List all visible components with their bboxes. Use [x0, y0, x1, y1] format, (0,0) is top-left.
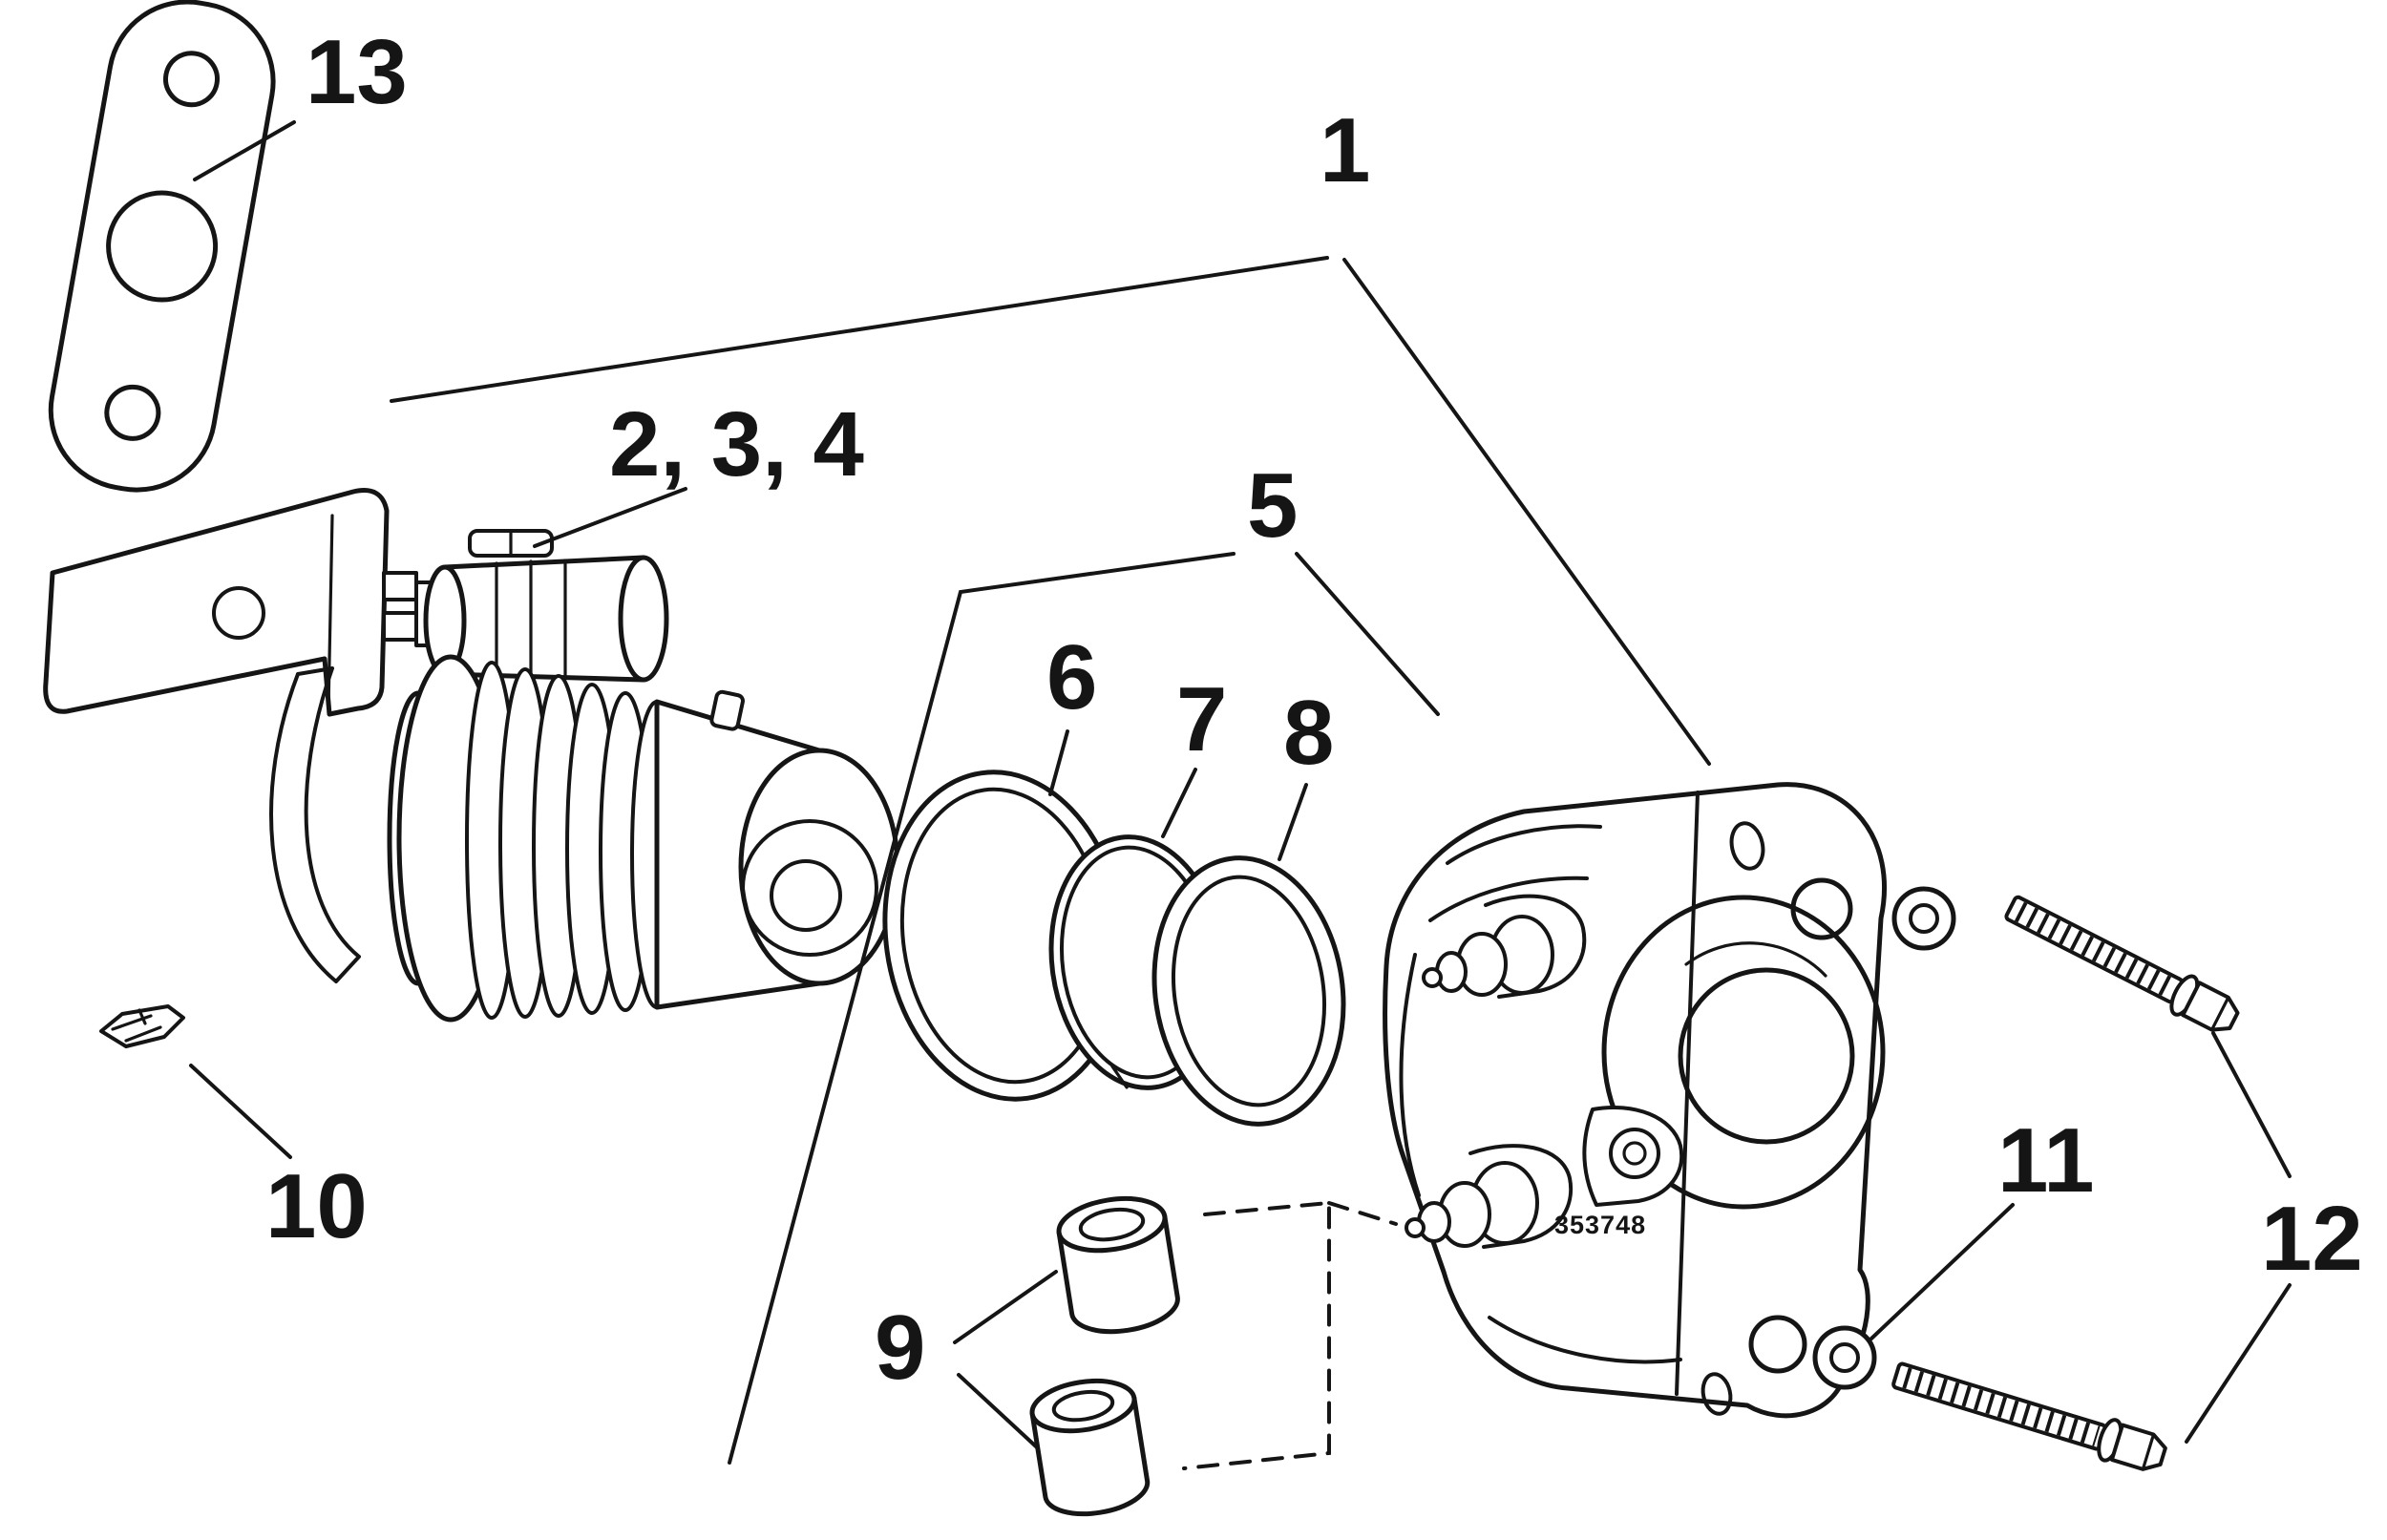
bolt-hex-facet	[2141, 1432, 2156, 1471]
callout-10: 10	[265, 1155, 368, 1257]
ring-split-mark	[1110, 1065, 1129, 1089]
callout-9: 9	[875, 1297, 925, 1399]
part-gasket	[48, 0, 276, 493]
bushing-top-face	[1029, 1378, 1137, 1434]
gasket-hole-bottom	[104, 384, 161, 441]
fitting-bottom-nipple	[1405, 1217, 1426, 1238]
bolt-shaft	[1891, 1361, 2107, 1451]
bracket-strap	[269, 666, 361, 983]
washer-outer	[1891, 886, 1956, 951]
retainer-clip	[99, 1004, 185, 1048]
washer-inner	[1909, 903, 1939, 934]
housing-bore	[1678, 967, 1855, 1145]
fitting-top-tip	[1435, 951, 1468, 993]
bushing-bore	[1078, 1207, 1146, 1242]
leader-9	[953, 1270, 1058, 1449]
leader-7	[1161, 768, 1197, 838]
fitting-wing-top	[1484, 894, 1587, 999]
fitting-wing-bottom	[1468, 1144, 1574, 1249]
housing-boss	[1601, 895, 1886, 1210]
o-ring-8	[1151, 855, 1346, 1127]
connector-terminal	[382, 611, 418, 642]
bushing-upper	[1056, 1195, 1180, 1335]
solenoid-body	[387, 654, 900, 1023]
washer-upper	[1891, 886, 1956, 951]
callout-13: 13	[306, 21, 408, 123]
leader-12	[2185, 1031, 2292, 1444]
solenoid-bracket	[43, 488, 390, 983]
bushing-lower	[1029, 1378, 1151, 1517]
alignment-dashed-line	[1182, 1200, 1398, 1470]
bushing-bore	[1051, 1389, 1115, 1423]
clip-outline	[99, 1004, 185, 1048]
leader-8	[1278, 783, 1308, 861]
bolt-hex-facet	[2209, 996, 2230, 1032]
left-wall-contour	[1399, 953, 1421, 1197]
nose-top-nub	[709, 689, 745, 731]
bolt-shaft	[2004, 895, 2185, 1004]
leader-13	[193, 120, 296, 181]
callout-7: 7	[1176, 668, 1227, 770]
callout-6: 6	[1046, 626, 1097, 728]
leader-10	[189, 1064, 292, 1159]
bolt-upper	[2004, 895, 2240, 1032]
washer-outer	[1812, 1325, 1877, 1390]
bolt-lower	[1891, 1361, 2167, 1471]
bracket-hole	[212, 586, 265, 640]
housing-tab	[1582, 1105, 1684, 1207]
gasket-hole-top	[163, 51, 221, 108]
tab-hole-center	[1622, 1141, 1647, 1166]
washer-lower	[1812, 1325, 1877, 1390]
clip-detail	[111, 1008, 162, 1043]
leader-1	[390, 256, 1711, 766]
leader-5	[728, 552, 1440, 1465]
connector-end-right	[618, 555, 669, 683]
bolt-hex-head	[2109, 1423, 2167, 1471]
callout-8: 8	[1283, 682, 1334, 784]
callout-12: 12	[2261, 1188, 2363, 1290]
tab-hole	[1609, 1128, 1660, 1179]
callout-1: 1	[1320, 99, 1370, 201]
boss-rim-line	[1684, 941, 1827, 978]
nose-face-inner-circle	[770, 859, 842, 932]
o-ring-outer	[1151, 855, 1346, 1127]
o-ring-inner	[1171, 875, 1327, 1108]
nose-face-outer-circle	[741, 819, 878, 957]
callout-2-3-4: 2, 3, 4	[609, 393, 864, 496]
flange-slot-top	[1729, 821, 1765, 871]
callout-11: 11	[1997, 1109, 2094, 1212]
leader-2-3-4	[533, 487, 687, 548]
flange-bolt-hole-bottom	[1748, 1315, 1807, 1374]
bolt-threads	[1902, 1367, 2101, 1446]
flange-slot-bottom	[1700, 1372, 1733, 1416]
leader-11	[1869, 1203, 2015, 1340]
connector-terminal	[382, 571, 418, 601]
connector-ribs	[495, 559, 567, 680]
fitting-top-nipple	[1422, 967, 1443, 988]
callout-5: 5	[1247, 454, 1298, 557]
washer-inner	[1829, 1342, 1860, 1373]
pump-housing: 353748	[1383, 782, 1888, 1419]
stamped-part-number: 353748	[1554, 1211, 1646, 1239]
leader-6	[1048, 729, 1069, 796]
bottom-contour	[1488, 1316, 1682, 1364]
connector-plug	[382, 529, 669, 683]
housing-silhouette	[1383, 782, 1888, 1419]
neck-contour	[1428, 824, 1602, 922]
gasket-hole-center	[106, 190, 219, 303]
connector-body	[442, 555, 646, 683]
